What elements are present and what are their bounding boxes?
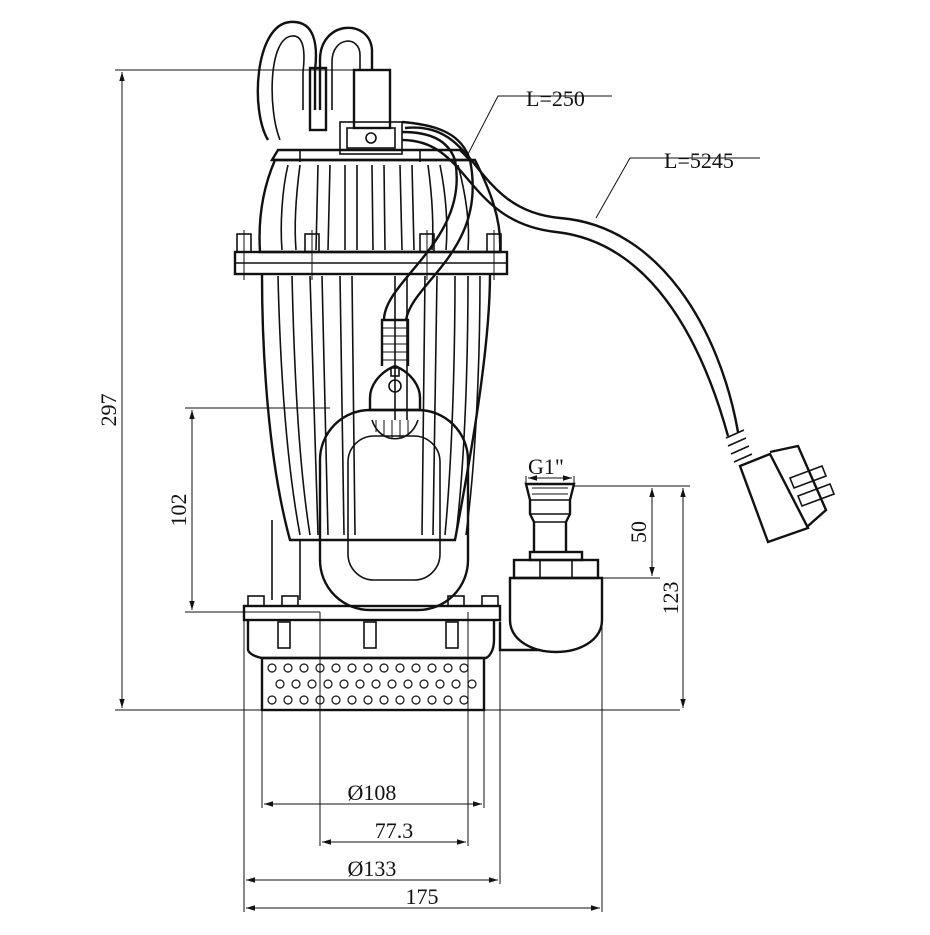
strainer-hole: [331, 663, 341, 673]
strainer-hole: [411, 695, 421, 705]
label-cable-float: L=250: [526, 86, 585, 111]
label-thread: G1": [528, 454, 564, 479]
strainer-hole: [347, 695, 357, 705]
strainer-hole: [451, 679, 461, 689]
strainer-hole: [443, 695, 453, 705]
strainer-hole: [395, 695, 405, 705]
strainer-hole: [283, 663, 293, 673]
strainer-hole: [347, 663, 357, 673]
label-dia-strainer: Ø108: [348, 780, 397, 805]
label-cable-power: L=5245: [664, 148, 734, 173]
label-width-inner: 77.3: [375, 818, 414, 843]
strainer-hole: [371, 679, 381, 689]
dimension-labels: L=250 L=5245 G1" 297 102 50 123 Ø108 77.…: [96, 86, 734, 909]
strainer-hole: [459, 695, 469, 705]
strainer-hole: [379, 695, 389, 705]
power-cable: [401, 126, 753, 463]
strainer-hole: [419, 679, 429, 689]
base-plate: [242, 595, 502, 660]
strainer-hole: [291, 679, 301, 689]
strainer-hole: [379, 663, 389, 673]
flange: [233, 230, 509, 280]
label-height-outlet: 123: [658, 582, 683, 615]
label-height-float: 102: [166, 494, 191, 527]
motor-housing-lower: [260, 273, 492, 600]
float-cable: [382, 120, 474, 321]
strainer-hole: [339, 679, 349, 689]
handle-icon: [256, 20, 421, 162]
label-dia-body: Ø133: [348, 856, 397, 881]
strainer-hole: [299, 695, 309, 705]
hose-nozzle: [524, 482, 576, 552]
strainer-hole: [387, 679, 397, 689]
strainer-hole: [323, 679, 333, 689]
strainer-hole: [427, 695, 437, 705]
pump-body: [233, 20, 836, 712]
strainer: [260, 656, 486, 712]
label-height-total: 297: [96, 394, 121, 427]
plug-icon: [738, 444, 836, 544]
outlet-elbow: [498, 550, 604, 654]
label-height-nozzle: 50: [626, 521, 651, 543]
strainer-hole: [331, 695, 341, 705]
strainer-hole: [267, 695, 277, 705]
motor-housing-upper: [258, 158, 502, 254]
strainer-hole: [411, 663, 421, 673]
strainer-hole: [443, 663, 453, 673]
float-switch: [318, 318, 470, 612]
strainer-hole: [307, 679, 317, 689]
strainer-hole: [267, 663, 277, 673]
dimension-lines: [115, 69, 760, 912]
strainer-hole: [275, 679, 285, 689]
strainer-hole: [403, 679, 413, 689]
label-width-total: 175: [406, 884, 439, 909]
strainer-hole: [283, 695, 293, 705]
strainer-hole: [467, 679, 477, 689]
strainer-hole: [363, 695, 373, 705]
strainer-hole: [395, 663, 405, 673]
strainer-hole: [363, 663, 373, 673]
strainer-hole: [299, 663, 309, 673]
strainer-hole: [355, 679, 365, 689]
strainer-hole: [427, 663, 437, 673]
strainer-hole: [459, 663, 469, 673]
strainer-hole: [435, 679, 445, 689]
